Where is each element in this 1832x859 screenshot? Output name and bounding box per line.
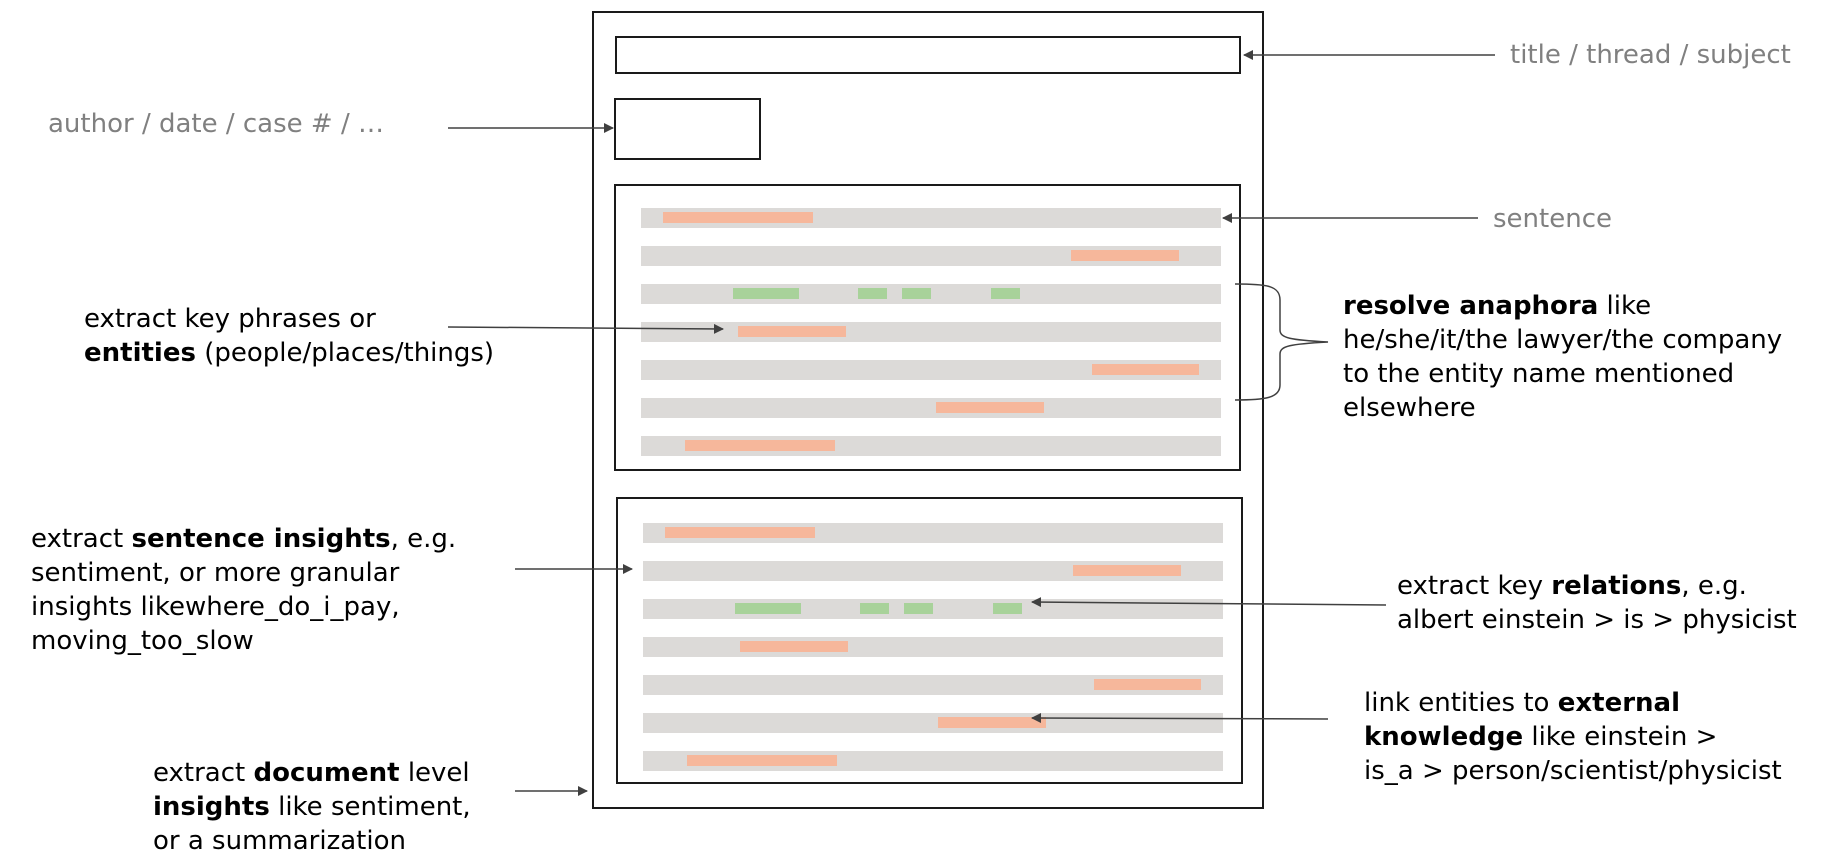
title-label: title / thread / subject xyxy=(1510,40,1791,70)
title-box xyxy=(615,36,1241,74)
external-knowledge-label: link entities to external knowledge like… xyxy=(1364,688,1782,786)
sentence-label: sentence xyxy=(1493,204,1612,234)
metadata-label: author / date / case # / … xyxy=(48,109,384,139)
sentence-bar xyxy=(641,360,1221,380)
entity-highlight xyxy=(936,402,1044,413)
entity-highlight xyxy=(1092,364,1199,375)
key-phrases-arrow xyxy=(447,323,724,334)
sentence-bar xyxy=(643,675,1223,695)
sentence-insights-label: extract sentence insights, e.g. sentimen… xyxy=(31,524,457,656)
entity-highlight xyxy=(738,326,846,337)
relation-highlight xyxy=(858,288,887,299)
metadata-box xyxy=(614,98,761,160)
relation-highlight xyxy=(904,603,933,614)
anaphora-label: resolve anaphora like he/she/it/the lawy… xyxy=(1343,291,1783,423)
entity-highlight xyxy=(663,212,813,223)
entity-highlight xyxy=(1094,679,1201,690)
paragraph-box-2 xyxy=(616,497,1243,784)
relation-highlight xyxy=(735,603,801,614)
sentence-bar xyxy=(643,713,1223,733)
entity-highlight xyxy=(1073,565,1181,576)
anaphora-bracket xyxy=(1234,283,1329,401)
entity-highlight xyxy=(938,717,1046,728)
entity-highlight xyxy=(740,641,848,652)
relation-highlight xyxy=(733,288,799,299)
relations-arrow xyxy=(1031,597,1387,608)
document-insights-label: extract document level insights like sen… xyxy=(153,758,471,856)
sentence-bars-paragraph-2 xyxy=(643,523,1223,771)
entity-highlight xyxy=(685,440,835,451)
entity-highlight xyxy=(687,755,837,766)
key-phrases-label: extract key phrases or entities (people/… xyxy=(84,304,495,368)
entity-highlight xyxy=(1071,250,1179,261)
external-knowledge-arrow xyxy=(1031,713,1329,724)
relation-highlight xyxy=(860,603,889,614)
entity-highlight xyxy=(665,527,815,538)
sentence-bar xyxy=(641,398,1221,418)
relation-highlight xyxy=(902,288,931,299)
relations-label: extract key relations, e.g. albert einst… xyxy=(1397,571,1797,635)
relation-highlight xyxy=(993,603,1022,614)
sentence-bar xyxy=(643,637,1223,657)
sentence-bars-paragraph-1 xyxy=(641,208,1221,456)
sentence-bar xyxy=(641,322,1221,342)
document-frame xyxy=(592,11,1264,809)
relation-highlight xyxy=(991,288,1020,299)
